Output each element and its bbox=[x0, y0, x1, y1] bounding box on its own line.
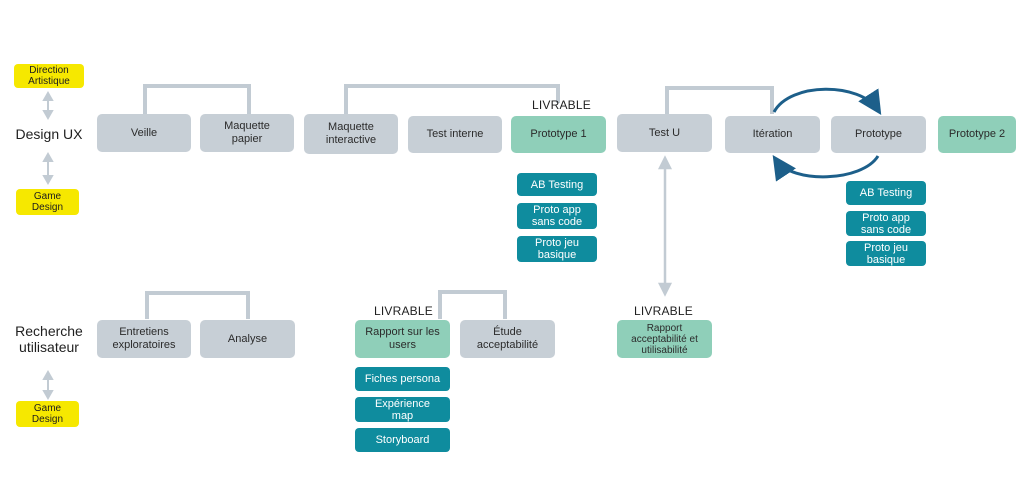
bracket-rapport-etude bbox=[438, 290, 507, 319]
deliverable-proto-jeu-1: Proto jeu basique bbox=[517, 236, 597, 262]
double-arrow-bottom bbox=[42, 369, 54, 401]
double-arrow-middle bbox=[42, 151, 54, 186]
box-rapport-acceptabilite: Rapport acceptabilité et utilisabilité bbox=[617, 320, 712, 358]
box-iteration: Itération bbox=[725, 116, 820, 153]
cycle-arrow-top bbox=[772, 87, 882, 116]
deliverable-storyboard: Storyboard bbox=[355, 428, 450, 452]
box-prototype-1: Prototype 1 bbox=[511, 116, 606, 153]
box-prototype: Prototype bbox=[831, 116, 926, 153]
box-entretiens-exploratoires: Entretiens exploratoires bbox=[97, 320, 191, 358]
double-arrow-top bbox=[42, 90, 54, 121]
box-etude-acceptabilite: Étude acceptabilité bbox=[460, 320, 555, 358]
testu-rapport-arrow bbox=[657, 155, 673, 297]
livrable-label-prototype1: LIVRABLE bbox=[532, 98, 591, 112]
deliverable-proto-jeu-2: Proto jeu basique bbox=[846, 241, 926, 266]
deliverable-proto-app-2: Proto app sans code bbox=[846, 211, 926, 236]
livrable-label-rapport-users: LIVRABLE bbox=[374, 304, 433, 318]
bracket-testu-iteration bbox=[665, 86, 774, 114]
deliverable-ab-testing-1: AB Testing bbox=[517, 173, 597, 196]
bracket-entretiens-analyse bbox=[145, 291, 250, 319]
box-test-u: Test U bbox=[617, 114, 712, 152]
box-prototype-2: Prototype 2 bbox=[938, 116, 1016, 153]
cycle-arrow-bottom bbox=[772, 155, 880, 182]
box-veille: Veille bbox=[97, 114, 191, 152]
deliverable-experience-map: Expérience map bbox=[355, 397, 450, 422]
box-maquette-interactive: Maquette interactive bbox=[304, 114, 398, 154]
box-rapport-users: Rapport sur les users bbox=[355, 320, 450, 358]
deliverable-fiches-persona: Fiches persona bbox=[355, 367, 450, 391]
row-label-design-ux: Design UX bbox=[15, 126, 83, 142]
tag-game-design-bottom: Game Design bbox=[16, 401, 79, 427]
box-test-interne: Test interne bbox=[408, 116, 502, 153]
tag-game-design-top: Game Design bbox=[16, 189, 79, 215]
bracket-maquette-interactive-prototype1 bbox=[344, 84, 560, 116]
bracket-veille-maquette bbox=[143, 84, 251, 114]
livrable-label-rapport-acceptabilite: LIVRABLE bbox=[634, 304, 693, 318]
box-maquette-papier: Maquette papier bbox=[200, 114, 294, 152]
deliverable-ab-testing-2: AB Testing bbox=[846, 181, 926, 205]
row-label-recherche-utilisateur: Recherche utilisateur bbox=[15, 323, 83, 355]
deliverable-proto-app-1: Proto app sans code bbox=[517, 203, 597, 229]
box-analyse: Analyse bbox=[200, 320, 295, 358]
tag-direction-artistique: Direction Artistique bbox=[14, 64, 84, 88]
